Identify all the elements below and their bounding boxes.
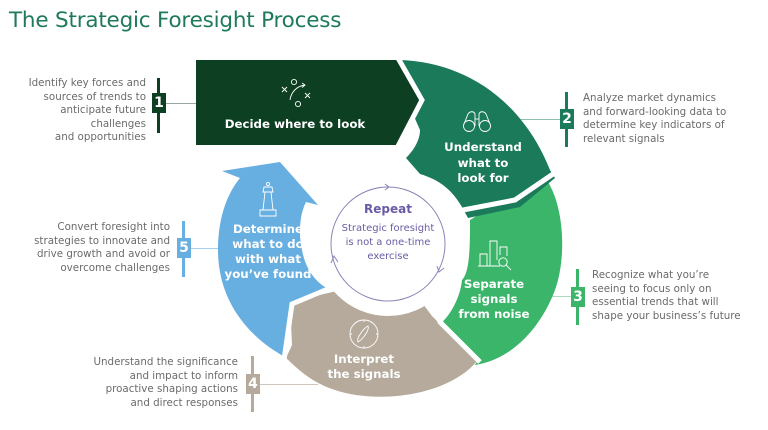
- repeat-text-line: exercise: [367, 251, 408, 262]
- page-title: The Strategic Foresight Process: [9, 8, 342, 33]
- chess-piece-icon: [259, 181, 277, 217]
- desc-line: proactive shaping actions: [105, 383, 238, 396]
- step-3-description: Recognize what you’re seeing to focus on…: [592, 269, 768, 323]
- compass-icon: [349, 319, 379, 349]
- step-4-connector: [258, 384, 318, 386]
- step-3-label-line: signals: [471, 292, 518, 306]
- separator: [393, 56, 425, 152]
- desc-line: essential trends that will: [592, 296, 719, 309]
- desc-line: overcome challenges: [60, 261, 170, 274]
- step-4-label-line: the signals: [327, 367, 400, 381]
- step-3-label-line: Separate: [464, 277, 524, 291]
- repeat-text-line: Strategic foresight: [342, 223, 435, 234]
- separator: [281, 283, 336, 361]
- step-2-connector: [518, 119, 563, 121]
- step-2-badge: 2: [560, 109, 574, 129]
- desc-line: and opportunities: [54, 131, 146, 144]
- step-2-description: Analyze market dynamics and forward-look…: [583, 92, 763, 146]
- center-hole: [316, 172, 460, 316]
- step-3-segment: [440, 182, 563, 365]
- desc-line: seeing to focus only on: [592, 282, 712, 295]
- step-4-badge: 4: [246, 374, 260, 394]
- step-2-label-line: look for: [457, 171, 508, 185]
- step-5-label-line: Determine: [233, 222, 303, 236]
- bar-chart-magnifier-icon: [478, 240, 512, 271]
- desc-line: drive growth and avoid or: [37, 248, 170, 261]
- desc-line: strategies to innovate and: [34, 234, 170, 247]
- desc-line: anticipate future challenges: [60, 104, 146, 130]
- separator: [462, 169, 558, 213]
- repeat-arrowhead: [384, 183, 390, 191]
- desc-line: and forward-looking data to: [583, 105, 727, 118]
- repeat-circle: [330, 186, 446, 302]
- step-5-description: Convert foresight into strategies to inn…: [20, 221, 170, 275]
- repeat-arrowhead: [436, 265, 445, 273]
- separator: [429, 299, 482, 364]
- step-5-badge: 5: [177, 238, 191, 258]
- binoculars-icon: [463, 111, 491, 132]
- step-3-label-line: from noise: [458, 307, 529, 321]
- step-1-badge: 1: [152, 93, 166, 113]
- repeat-text-line: is not a one-time: [346, 237, 431, 248]
- repeat-title: Repeat: [364, 202, 412, 216]
- desc-line: Recognize what you’re: [592, 269, 710, 281]
- strategy-play-icon: [281, 78, 311, 108]
- step-2-label-line: Understand: [444, 140, 522, 154]
- step-4-description: Understand the significance and impact t…: [70, 356, 238, 410]
- step-3-badge: 3: [571, 287, 585, 307]
- desc-line: and impact to inform: [129, 369, 238, 382]
- desc-line: sources of trends to: [43, 90, 146, 103]
- desc-line: Convert foresight into: [57, 221, 170, 233]
- step-4-label-line: Interpret: [334, 352, 395, 366]
- step-1-segment: [196, 60, 419, 145]
- step-5-label-line: what to do: [232, 237, 303, 251]
- desc-line: determine key indicators of: [583, 119, 725, 132]
- step-1-description: Identify key forces and sources of trend…: [10, 77, 146, 145]
- step-5-connector: [189, 248, 219, 250]
- step-5-segment: [218, 162, 330, 357]
- desc-line: relevant signals: [583, 132, 665, 145]
- desc-line: Understand the significance: [93, 356, 238, 368]
- step-5-label-line: with what: [235, 252, 301, 266]
- step-4-segment: [286, 285, 478, 397]
- desc-line: Analyze market dynamics: [583, 92, 717, 104]
- desc-line: shape your business’s future: [592, 309, 741, 322]
- repeat-arrowhead: [330, 254, 339, 264]
- desc-line: and direct responses: [130, 396, 239, 409]
- step-5-label-line: you’ve found: [225, 267, 312, 281]
- step-2-label-line: what to: [458, 156, 509, 170]
- step-1-label: Decide where to look: [225, 117, 367, 131]
- step-2-segment: [400, 60, 555, 218]
- step-3-connector: [545, 296, 575, 298]
- desc-line: Identify key forces and: [28, 77, 146, 89]
- step-1-connector: [165, 103, 197, 105]
